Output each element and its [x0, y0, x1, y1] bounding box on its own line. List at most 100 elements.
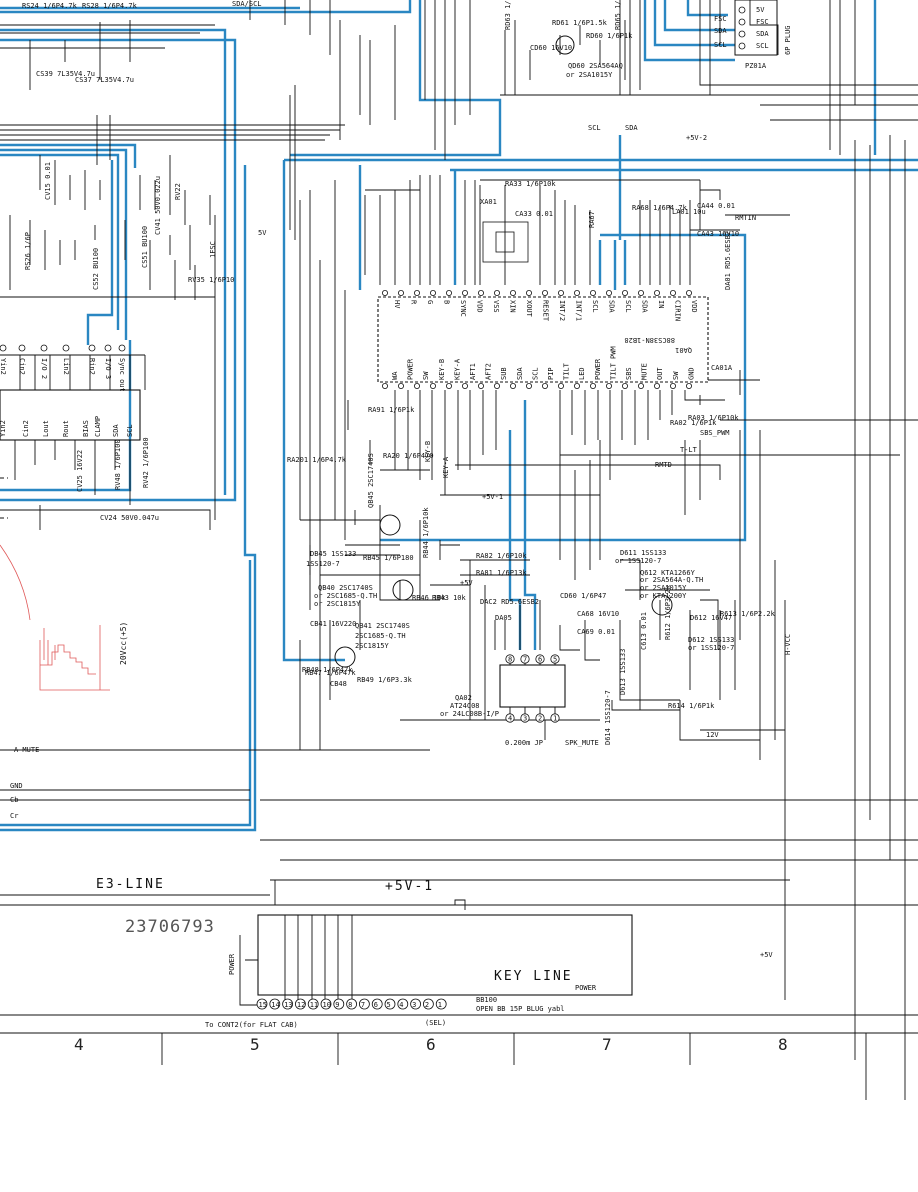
video-ic-top-pin-label: Lin2 — [62, 358, 70, 375]
mcu-ic-body — [377, 296, 709, 383]
label-cb41: CB41 16V220 — [310, 620, 356, 628]
video-ic-bottom-pin-label: SDA — [112, 424, 120, 437]
transistor-qb45 — [379, 514, 401, 536]
label-d612b-alt: or 1SS120-7 — [688, 644, 734, 652]
label-rb43: RB43 10k — [432, 594, 467, 602]
label-5v: 5V — [258, 229, 267, 237]
video-ic-top-pin-label: Yin2 — [0, 358, 7, 375]
grid-col-7: 7 — [602, 1035, 612, 1054]
mcu-bottom-pin-label: WA — [391, 371, 399, 380]
mcu-bottom-pin-label: MUTE — [641, 363, 649, 380]
label-bb100-desc: OPEN BB 15P BLUG yabl — [476, 1005, 565, 1013]
label-rb48: RB48 1/6P47k — [302, 666, 353, 674]
plug-name: PZ01A — [745, 62, 767, 70]
label-q612-alt: or 2SA564A-Q.TH — [640, 576, 703, 584]
eeprom-pin — [535, 713, 545, 723]
mcu-bottom-pin-label: SW — [422, 371, 430, 380]
mcu-top-pin-label: CIRIN — [674, 300, 682, 321]
label-q612: Q612 KTA1266Y — [640, 569, 696, 577]
connector-pin-number: 5 — [387, 1001, 391, 1009]
label-rd63: RD63 1/6P10k — [504, 0, 512, 30]
label-sda-scl: SDA/SCL — [232, 0, 262, 8]
label-ca44: CA44 0.01 — [697, 202, 735, 210]
label-r613: R613 1/6P2.2k — [720, 610, 776, 618]
label-rv42: RV42 1/6P100 — [142, 437, 150, 488]
mcu-top-pin-label: XIN — [509, 300, 517, 313]
mcu-bottom-pin-label: POWER — [407, 358, 415, 380]
label-ca01a: CA01A — [711, 364, 733, 372]
label-scl: SCL — [588, 124, 601, 132]
labels-mute: QB45 2SC1740S RB45 1/6P180 DB45 1SS133 1… — [14, 453, 473, 754]
label-r614: R614 1/6P1k — [668, 702, 715, 710]
connector-pin-number: 4 — [399, 1001, 403, 1009]
mcu-bottom-pin — [574, 382, 581, 389]
connector-pin — [435, 998, 447, 1010]
connector-pin-number: 14 — [271, 1001, 279, 1009]
crystal-body — [495, 231, 515, 253]
connector-pin — [282, 998, 294, 1010]
label-da01: DA01 RD5.6ESB2 — [724, 231, 732, 290]
label-ra82: RA82 1/6P10k — [476, 552, 527, 560]
eeprom-pin — [550, 654, 560, 664]
labels-standby: D611 1SS133 or 1SS120-7 Q612 KTA1266Y or… — [604, 549, 792, 745]
label-ra201: RA201 1/6P4.7k — [287, 456, 347, 464]
video-ic-top-pin — [0, 344, 7, 352]
label-rd65: RD65 1/6P1k — [614, 0, 622, 30]
video-ic-bottom-pin-label: Cin2 — [22, 420, 30, 437]
mcu-bottom-pin — [670, 382, 677, 389]
mcu-top-pin-label: IN — [657, 300, 665, 308]
mcu-bottom-pin-label: SDA — [516, 367, 524, 380]
connector-pin-number: 9 — [335, 1001, 339, 1009]
connector-pin — [346, 998, 358, 1010]
mcu-bottom-pin — [477, 382, 484, 389]
signal-bus-group — [0, 0, 918, 832]
grid-col-4: 4 — [74, 1035, 84, 1054]
labels-bottom: E3-LINE +5V-1 23706793 KEY LINE POWER PO… — [10, 782, 773, 1029]
mcu-bottom-pin — [638, 382, 645, 389]
mcu-bottom-pin-label: PIP — [547, 367, 555, 380]
label-1fsc: 1FSC — [209, 241, 217, 258]
mcu-top-pin-label: SCL — [624, 300, 632, 313]
mcu-top-pin-label: SDA — [641, 300, 649, 313]
connector-pin-number: 12 — [297, 1001, 305, 1009]
label-cb48: CB48 — [330, 680, 347, 688]
connector-pin — [397, 998, 409, 1010]
mcu-bottom-pin — [654, 382, 661, 389]
mcu-top-pin — [670, 289, 677, 296]
eeprom-pin — [520, 713, 530, 723]
mcu-bottom-pin-label: LED — [578, 367, 586, 380]
plug-sda: SDA — [714, 27, 727, 35]
label-rb47: RB47 1/6P47k — [305, 669, 356, 677]
mcu-bottom-pin-label: GND — [687, 367, 695, 380]
label-ra03: RA03 1/6P10k — [688, 414, 739, 422]
eeprom-pin-number: 1 — [553, 715, 557, 723]
mcu-top-pin — [574, 289, 581, 296]
label-cd60-eeprom: CD60 1/6P47 — [560, 592, 606, 600]
label-ca43: CA43 16V10 — [697, 230, 739, 238]
mcu-top-pin-label: SDA — [608, 300, 616, 313]
eeprom-pin — [520, 654, 530, 664]
bus-left-inner — [0, 28, 227, 495]
label-ca33: CA33 0.01 — [515, 210, 553, 218]
mcu-top-pin-label: SCL — [591, 300, 599, 313]
bus-video-rin — [86, 160, 114, 345]
label-c613: C613 0.01 — [640, 612, 648, 650]
mcu-top-pin-label: SYNC — [459, 300, 467, 317]
bus-top-left-loop — [0, 143, 137, 340]
label-5v1-bottom: +5V-1 — [385, 879, 434, 894]
red-annotation: 20Vcc(+5) — [0, 544, 128, 691]
mcu-top-pin — [461, 289, 468, 296]
mcu-top-pin — [638, 289, 645, 296]
connector-pin — [294, 998, 306, 1010]
grid-col-5: 5 — [250, 1035, 260, 1054]
mcu-bottom-pin — [606, 382, 613, 389]
label-t-lt: T-LT — [680, 446, 698, 454]
mcu-bottom-pin-label: POWER — [594, 358, 602, 380]
bus-eeprom-sda — [523, 400, 537, 650]
label-qb41-alt: 2SC1685-Q.TH — [355, 632, 406, 640]
label-cv25: CV25 16V22 — [76, 450, 84, 492]
